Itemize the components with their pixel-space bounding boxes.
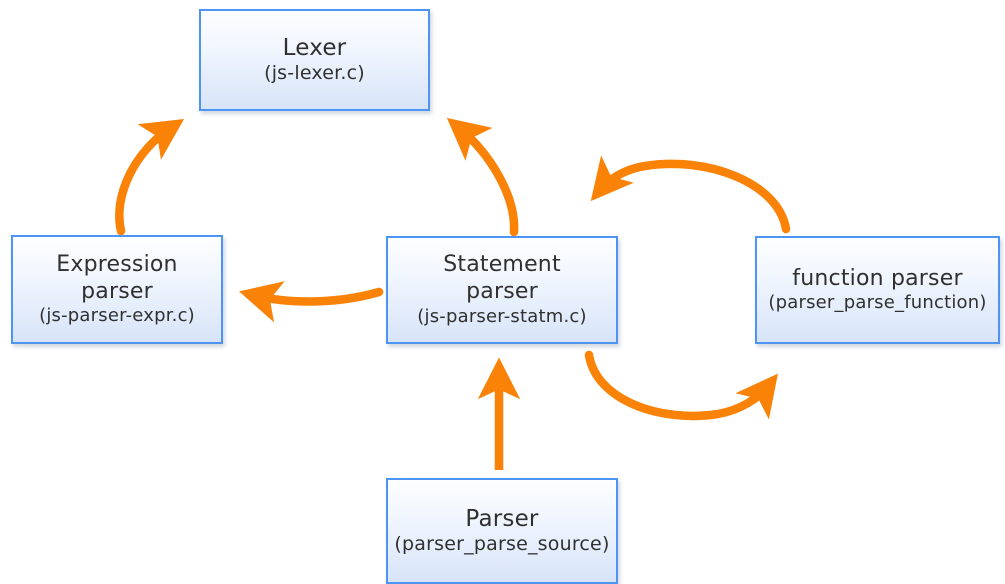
node-function-parser[interactable]: function parser (parser_parse_function) — [755, 236, 1000, 344]
node-expression-parser-title-line2: parser — [81, 278, 153, 304]
node-lexer-subtitle: (js-lexer.c) — [264, 62, 365, 85]
arrow-expression-to-lexer — [115, 119, 185, 236]
node-parser[interactable]: Parser (parser_parse_source) — [386, 478, 618, 584]
node-lexer-title: Lexer — [282, 35, 347, 62]
node-function-parser-title: function parser — [792, 265, 963, 291]
node-function-parser-subtitle: (parser_parse_function) — [768, 292, 987, 314]
arrow-statement-to-function — [584, 350, 778, 421]
node-expression-parser-subtitle: (js-parser-expr.c) — [39, 305, 195, 327]
node-statement-parser-title-line2: parser — [466, 279, 538, 305]
node-lexer[interactable]: Lexer (js-lexer.c) — [199, 9, 430, 111]
arrow-statement-to-lexer — [446, 117, 519, 237]
node-parser-title: Parser — [465, 506, 539, 533]
node-statement-parser-title-line1: Statement — [443, 252, 561, 278]
arrow-function-to-statement — [590, 155, 791, 234]
node-expression-parser[interactable]: Expression parser (js-parser-expr.c) — [11, 235, 223, 344]
node-statement-parser[interactable]: Statement parser (js-parser-statm.c) — [386, 236, 618, 344]
node-expression-parser-title-line1: Expression — [56, 251, 178, 277]
arrow-statement-to-expression — [239, 281, 384, 323]
node-parser-subtitle: (parser_parse_source) — [394, 533, 610, 556]
node-statement-parser-subtitle: (js-parser-statm.c) — [417, 305, 587, 327]
